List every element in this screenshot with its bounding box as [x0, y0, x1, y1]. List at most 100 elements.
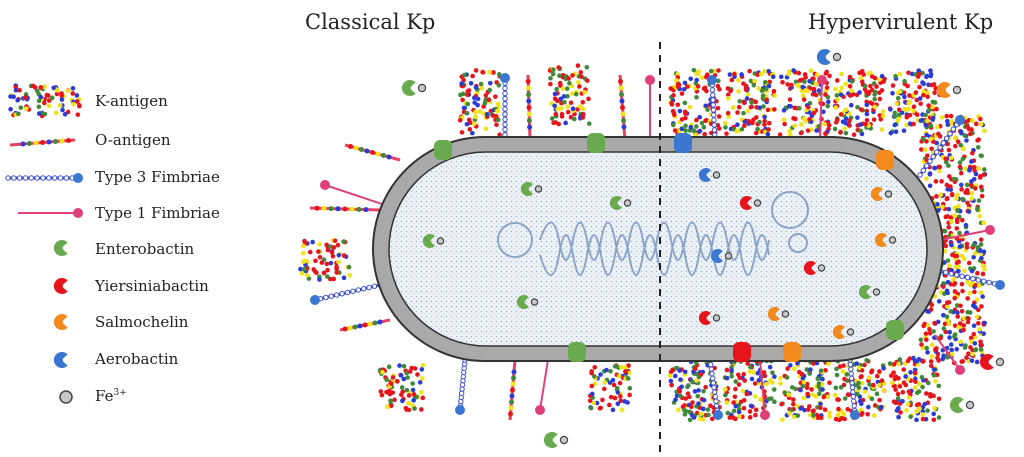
k-antigen-icon — [587, 363, 633, 413]
k-antigen-icon — [457, 68, 502, 137]
type3-fimbriae-icon — [917, 115, 965, 178]
legend-label-type3-fimbriae: Type 3 Fimbriae — [95, 168, 220, 186]
membrane-receptor-icon — [876, 150, 894, 170]
siderophore-icon — [698, 311, 721, 325]
k-antigen-icon — [547, 63, 592, 127]
legend-label-o-antigen: O-antigen — [95, 131, 171, 149]
plasmid-icon — [771, 191, 809, 229]
type1-fimbriae-icon — [817, 75, 827, 141]
siderophore-icon — [609, 196, 632, 210]
k-antigen-icon — [777, 355, 832, 423]
iron-icon — [534, 185, 543, 193]
membrane-receptor-icon — [587, 133, 605, 153]
o-antigen-icon — [618, 74, 627, 141]
siderophore-icon — [739, 196, 762, 210]
iron-icon — [436, 237, 445, 245]
legend-icons — [5, 83, 83, 404]
membrane-receptor-icon — [783, 342, 801, 362]
membrane-receptor-icon — [733, 342, 751, 362]
siderophore-icon — [936, 82, 962, 98]
chromosome-icon — [539, 234, 770, 276]
legend-label-iron: Fe3+ — [95, 387, 127, 405]
k-antigen-icon — [722, 68, 777, 137]
iron-icon — [952, 85, 962, 95]
siderophore-icon — [949, 397, 975, 414]
legend-label-yiersiniabactin: Yiersiniabactin — [95, 277, 209, 295]
k-antigen-icon — [777, 68, 832, 138]
k-antigen-icon — [887, 68, 943, 136]
type3-fimbriae-icon — [310, 282, 383, 305]
siderophore-icon — [516, 295, 539, 309]
type3-fimbriae-icon — [455, 357, 468, 415]
type1-fimbriae-icon — [759, 359, 770, 420]
iron-icon — [623, 199, 632, 207]
siderophore-icon — [401, 80, 427, 96]
iron-icon — [832, 52, 842, 62]
iron-icon — [884, 190, 893, 198]
title-hypervirulent: Hypervirulent Kp — [808, 10, 994, 34]
type1-fimbriae-icon — [934, 334, 965, 375]
k-antigen-icon — [8, 83, 82, 119]
o-antigen-icon — [525, 74, 533, 141]
iron-icon — [965, 400, 975, 410]
siderophore-icon — [543, 432, 569, 449]
type3-fimbriae-icon — [707, 75, 718, 143]
k-antigen-icon — [918, 113, 987, 165]
type1-fimbriae-icon — [645, 75, 655, 140]
iron-icon — [559, 435, 569, 445]
iron-icon — [872, 288, 881, 296]
o-antigen-icon — [344, 143, 401, 162]
iron-icon — [59, 390, 73, 404]
type1-fimbriae-icon — [939, 225, 995, 241]
siderophore-icon — [979, 354, 1005, 370]
siderophore-icon — [832, 325, 855, 339]
siderophore-icon — [422, 234, 445, 249]
plasmid-icon — [497, 222, 533, 258]
membrane-receptor-icon — [568, 342, 586, 362]
siderophore-icon — [710, 249, 733, 263]
siderophore-icon — [874, 233, 897, 247]
type1-fimbriae-icon — [535, 359, 549, 415]
siderophore-icon — [816, 49, 842, 65]
k-antigen-icon — [832, 357, 887, 423]
siderophore-icon — [520, 181, 543, 196]
siderophore-icon — [53, 314, 68, 330]
o-antigen-icon — [9, 138, 76, 147]
type1-fimbriae-icon — [320, 180, 386, 206]
legend-label-k-antigen: K-antigen — [95, 92, 168, 110]
type1-fimbriae-icon — [18, 208, 83, 218]
siderophore-icon — [53, 352, 68, 368]
iron-icon — [753, 199, 762, 207]
iron-icon — [888, 236, 897, 244]
o-antigen-icon — [309, 205, 381, 213]
membrane-receptor-icon — [886, 320, 904, 340]
k-antigen-icon — [722, 355, 777, 422]
iron-icon — [530, 298, 539, 306]
legend-label-salmochelin: Salmochelin — [95, 313, 189, 331]
type3-fimbriae-icon — [500, 73, 510, 143]
legend-label-type1-fimbriae: Type 1 Fimbriae — [95, 204, 220, 222]
siderophore-icon — [698, 167, 721, 182]
title-classical: Classical Kp — [305, 10, 436, 34]
plasmid-icon — [788, 233, 808, 253]
iron-icon — [846, 328, 855, 336]
o-antigen-icon — [339, 318, 391, 332]
o-antigen-icon — [508, 359, 517, 421]
siderophore-icon — [53, 278, 68, 294]
siderophore-icon — [803, 261, 826, 275]
membrane-receptor-icon — [434, 140, 452, 160]
membrane-receptor-icon — [674, 133, 692, 153]
iron-icon — [712, 171, 721, 179]
k-antigen-icon — [832, 69, 887, 138]
k-antigen-icon — [377, 362, 426, 413]
iron-icon — [817, 264, 826, 272]
inner-decorations — [422, 133, 904, 362]
type3-fimbriae-icon — [5, 173, 83, 183]
legend-label-enterobactin: Enterobactin — [95, 240, 195, 258]
k-antigen-icon — [918, 312, 987, 366]
cell-cytoplasm — [388, 151, 928, 347]
legend-label-aerobactin: Aerobactin — [95, 350, 179, 368]
siderophore-icon — [858, 285, 881, 299]
iron-icon — [724, 252, 733, 260]
